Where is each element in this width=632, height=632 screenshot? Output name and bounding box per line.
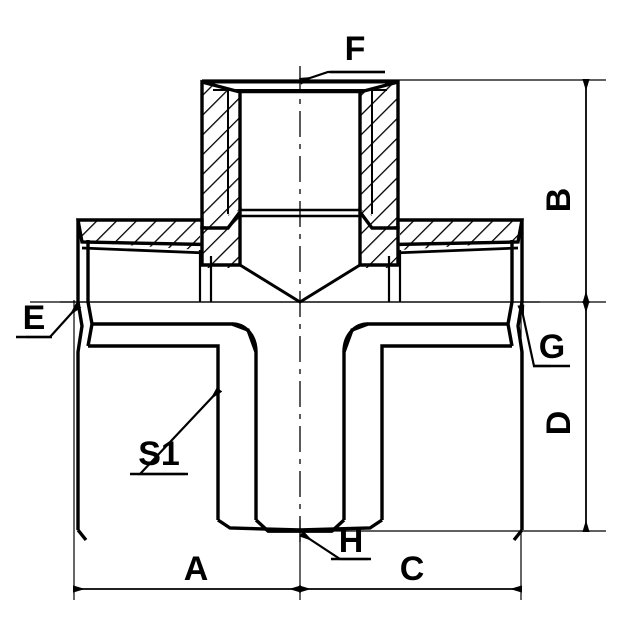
left-junction-fillet: [200, 206, 242, 268]
callout-G-label: G: [539, 328, 565, 366]
callout-E-label: E: [23, 299, 46, 337]
left-arm-wall: [75, 218, 233, 250]
dimension-C-label: C: [400, 550, 425, 588]
dimension-A-label: A: [184, 550, 209, 588]
callout-S1-label: S1: [138, 435, 180, 473]
top-branch-bore-threads: [227, 88, 373, 214]
central-cone-seat: [239, 263, 361, 304]
dimension-B-label: B: [540, 188, 578, 213]
junction-stub-lines: [238, 212, 362, 265]
right-branch-shoulder: [342, 322, 369, 353]
callout-F: F: [298, 30, 385, 85]
top-branch-bore-bottom: [228, 208, 372, 218]
callout-H-label: H: [339, 522, 364, 560]
callout-H: H: [299, 522, 371, 561]
dimension-C: C: [299, 550, 522, 593]
upper-outer-silhouette: [76, 220, 524, 302]
dimension-D: D: [540, 301, 590, 532]
callout-F-label: F: [345, 30, 366, 68]
left-branch-shoulder: [231, 322, 258, 353]
dimension-A: A: [73, 550, 301, 593]
bottom-outer-hex-corners: [76, 528, 524, 542]
callout-S1: S1: [130, 386, 223, 476]
horizontal-bore-lines: [198, 250, 402, 302]
callout-G: G: [517, 304, 570, 368]
dimension-B: B: [540, 79, 590, 303]
callout-E: E: [16, 299, 82, 339]
dimension-D-label: D: [540, 411, 578, 436]
